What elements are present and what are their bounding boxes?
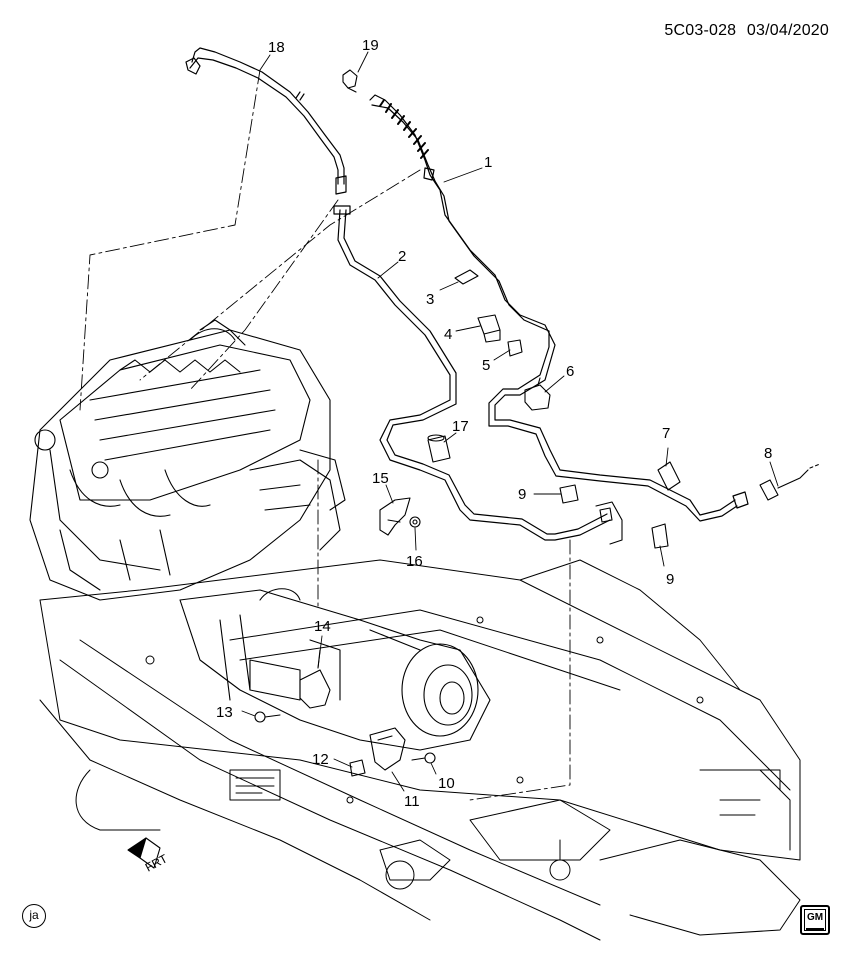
callout-8: 8	[764, 445, 772, 462]
part-9-clip-lower	[651, 523, 669, 549]
part-4-bracket	[477, 314, 501, 343]
part-12-clip	[349, 759, 366, 777]
artist-mark-logo: ja	[22, 904, 46, 928]
artist-mark-text: ja	[29, 908, 39, 922]
callout-14: 14	[314, 618, 331, 635]
callout-5: 5	[482, 357, 490, 374]
part-17-sleeve	[427, 434, 451, 463]
part-15-bracket	[379, 497, 411, 536]
part-14-bracket	[299, 649, 331, 709]
part-6-clip	[524, 377, 551, 411]
callout-labels: 18 19 1 2 3 4 5 6 7 8 17 15 9 16 9 14 13…	[143, 37, 773, 875]
callout-3: 3	[426, 291, 434, 308]
reference-lines	[79, 69, 571, 801]
callout-10: 10	[438, 775, 455, 792]
part-2-line	[333, 205, 611, 541]
vehicle-frame	[39, 559, 801, 941]
part-10-bolt	[411, 752, 436, 764]
front-direction-arrow	[127, 837, 161, 869]
callout-15: 15	[372, 470, 389, 487]
callout-16: 16	[406, 553, 423, 570]
callout-12: 12	[312, 751, 329, 768]
callout-9-upper: 9	[518, 486, 526, 503]
callout-17: 17	[452, 418, 469, 435]
engine-assembly	[29, 319, 346, 601]
callout-4: 4	[444, 326, 452, 343]
callout-9-lower: 9	[666, 571, 674, 588]
reference-number: 5C03-028	[664, 22, 737, 39]
part-1-line	[369, 94, 749, 522]
callout-2: 2	[398, 248, 406, 265]
part-9-clip-upper	[559, 484, 579, 504]
callout-1: 1	[484, 154, 492, 171]
front-direction-label: FRT	[143, 851, 171, 875]
diagram-reference-code: 5C03-028 03/04/2020	[664, 22, 829, 40]
leader-lines	[241, 51, 779, 792]
gm-logo-bar	[806, 928, 824, 930]
callout-11: 11	[404, 793, 420, 810]
callout-19: 19	[362, 37, 379, 54]
reference-date: 03/04/2020	[746, 22, 829, 39]
gm-logo: GM	[800, 905, 830, 935]
part-18-hose	[185, 47, 347, 195]
callout-13: 13	[216, 704, 233, 721]
part-5-clip	[507, 339, 523, 357]
transmission-assembly	[179, 588, 491, 751]
callout-7: 7	[662, 425, 670, 442]
part-13-bolt	[254, 711, 281, 723]
gm-logo-text: GM	[804, 909, 826, 931]
callout-6: 6	[566, 363, 574, 380]
part-11-bracket	[369, 727, 406, 771]
part-16-nut	[409, 516, 421, 528]
part-19-clip	[342, 69, 358, 93]
part-3-clip	[454, 269, 479, 285]
callout-18: 18	[268, 39, 285, 56]
fitting-junction	[595, 501, 623, 545]
part-8-fitting	[759, 463, 821, 501]
